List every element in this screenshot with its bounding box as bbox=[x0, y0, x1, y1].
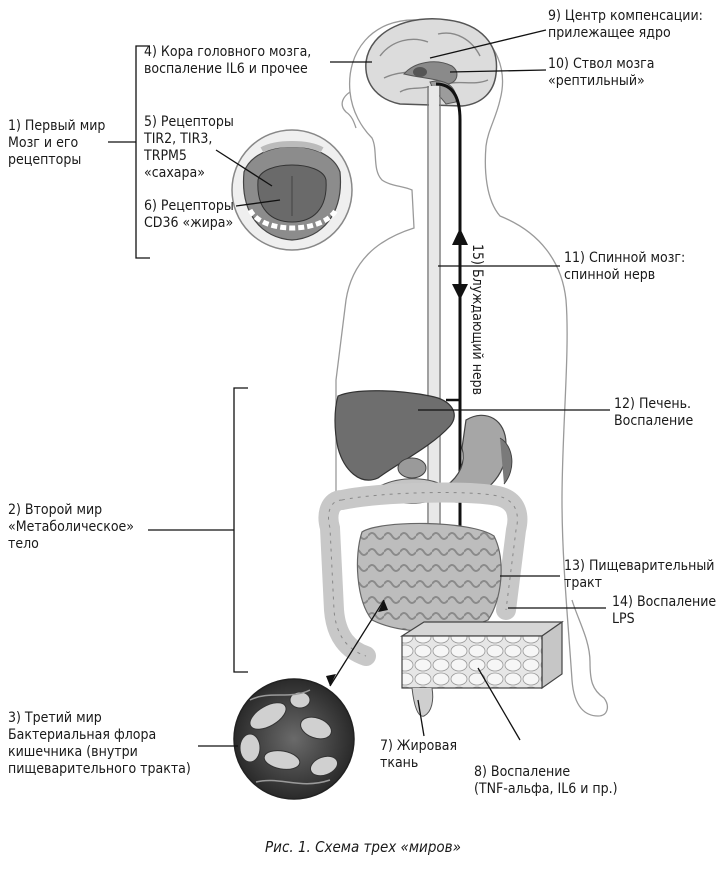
label-compensation-center: 9) Центр компенсации: прилежащее ядро bbox=[548, 8, 703, 41]
label-adipose-tissue: 7) Жировая ткань bbox=[380, 738, 458, 771]
figure-caption: Рис. 1. Схема трех «миров» bbox=[265, 838, 461, 856]
label-second-world: 2) Второй мир «Метаболическое» тело bbox=[8, 502, 134, 552]
liver bbox=[334, 390, 455, 481]
mouth-receptors-inset bbox=[231, 129, 353, 251]
label-first-world: 1) Первый мир Мозг и его рецепторы bbox=[8, 118, 106, 168]
label-inflammation: 8) Воспаление (TNF-альфа, IL6 и пр.) bbox=[474, 764, 618, 797]
label-third-world: 3) Третий мир Бактериальная флора кишечн… bbox=[8, 710, 191, 777]
label-vagus-nerve: 15) Блуждающий нерв bbox=[469, 244, 485, 396]
label-brain-cortex: 4) Кора головного мозга, воспаление IL6 … bbox=[144, 44, 312, 77]
small-intestine bbox=[356, 522, 502, 632]
label-liver: 12) Печень. Воспаление bbox=[614, 396, 694, 429]
spinal-cord bbox=[427, 86, 441, 530]
brain bbox=[365, 18, 498, 107]
body-silhouette bbox=[335, 19, 609, 717]
label-sugar-receptors: 5) Рецепторы TIR2, TIR3, TRPM5 «сахара» bbox=[144, 114, 234, 181]
leader-lines bbox=[108, 29, 610, 747]
label-fat-receptors: 6) Рецепторы CD36 «жира» bbox=[144, 198, 234, 231]
vagus-nerve bbox=[435, 82, 462, 610]
label-spinal-cord: 11) Спинной мозг: спинной нерв bbox=[564, 250, 686, 283]
label-brainstem: 10) Ствол мозга «рептильный» bbox=[548, 56, 655, 89]
gut-bacteria-inset bbox=[233, 678, 355, 800]
label-lps-inflammation: 14) Воспаление LPS bbox=[612, 594, 717, 627]
gut-bacteria-arrow bbox=[329, 599, 385, 687]
label-digestive-tract: 13) Пищеварительный тракт bbox=[564, 558, 715, 591]
adipose-tissue-block bbox=[399, 620, 564, 690]
